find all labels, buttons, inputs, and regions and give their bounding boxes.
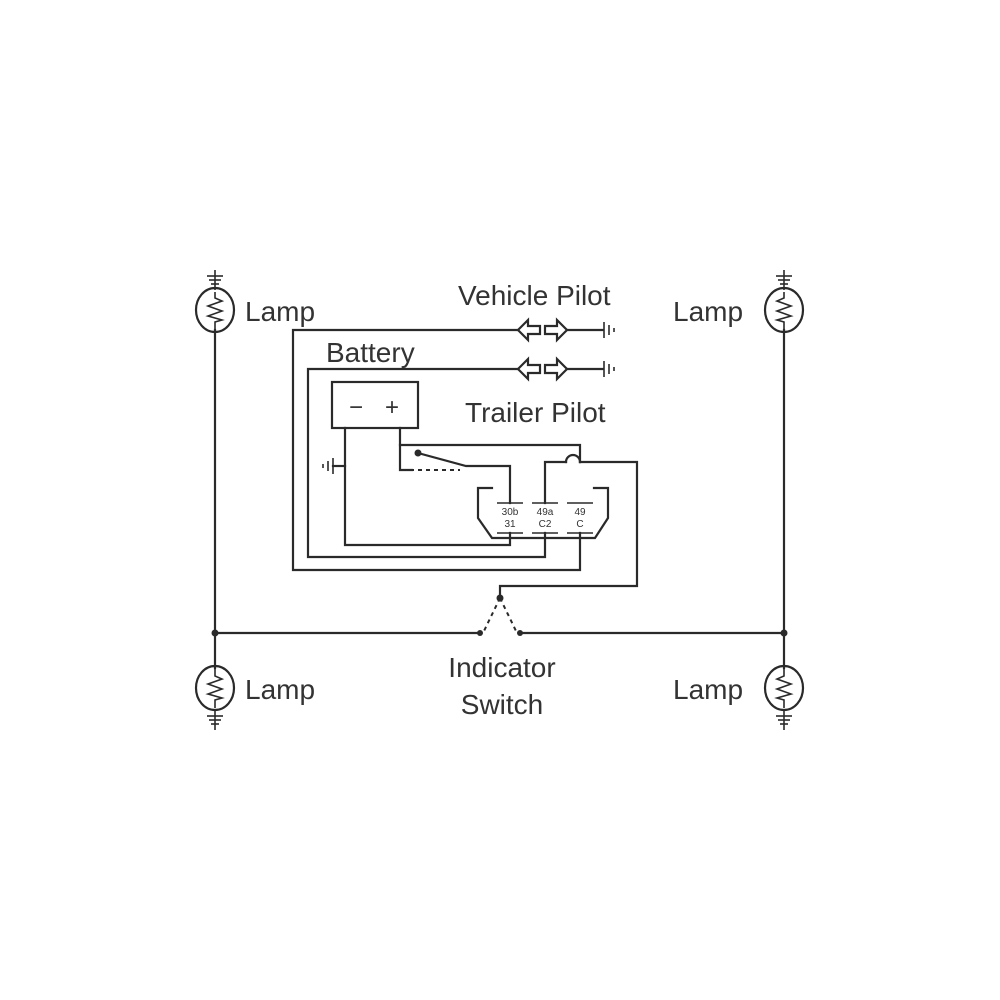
flasher-pin-bottom-2: C2 xyxy=(539,519,552,530)
flasher-pin-bottom-3: C xyxy=(576,519,583,530)
battery-label: Battery xyxy=(326,337,415,368)
lamp-bottom-left-icon xyxy=(194,664,236,730)
flasher-pin-top-3: 49 xyxy=(574,507,586,518)
lamp-top-right-icon xyxy=(763,270,805,334)
flasher-pin-top-2: 49a xyxy=(537,507,554,518)
junction-right xyxy=(780,629,788,637)
relay-contact-pivot xyxy=(414,449,422,457)
vehicle-pilot-label: Vehicle Pilot xyxy=(458,280,611,311)
indicator-switch-label-line2: Switch xyxy=(461,689,543,720)
lamp-bottom-left-label: Lamp xyxy=(245,674,315,705)
lamp-top-left-label: Lamp xyxy=(245,296,315,327)
flasher-unit: 30b 31 49a C2 49 C xyxy=(476,486,610,540)
trailer-pilot-label: Trailer Pilot xyxy=(465,397,606,428)
flasher-pin-top-1: 30b xyxy=(502,507,519,518)
vehicle-pilot-connector-icon xyxy=(516,317,615,343)
battery-minus-label: − xyxy=(349,394,363,421)
indicator-switch-icon xyxy=(477,594,523,636)
indicator-switch-label-line1: Indicator xyxy=(448,652,555,683)
battery-ground-icon xyxy=(322,458,347,474)
junction-left xyxy=(211,629,219,637)
lamp-top-right-label: Lamp xyxy=(673,296,743,327)
battery: − + xyxy=(330,380,420,430)
flasher-pin-bottom-1: 31 xyxy=(504,519,516,530)
main-wiring xyxy=(213,328,786,670)
lamp-top-left-icon xyxy=(194,270,236,334)
lamp-bottom-right-icon xyxy=(763,664,805,730)
battery-plus-label: + xyxy=(385,394,399,421)
trailer-pilot-connector-icon xyxy=(516,356,615,382)
lamp-bottom-right-label: Lamp xyxy=(673,674,743,705)
